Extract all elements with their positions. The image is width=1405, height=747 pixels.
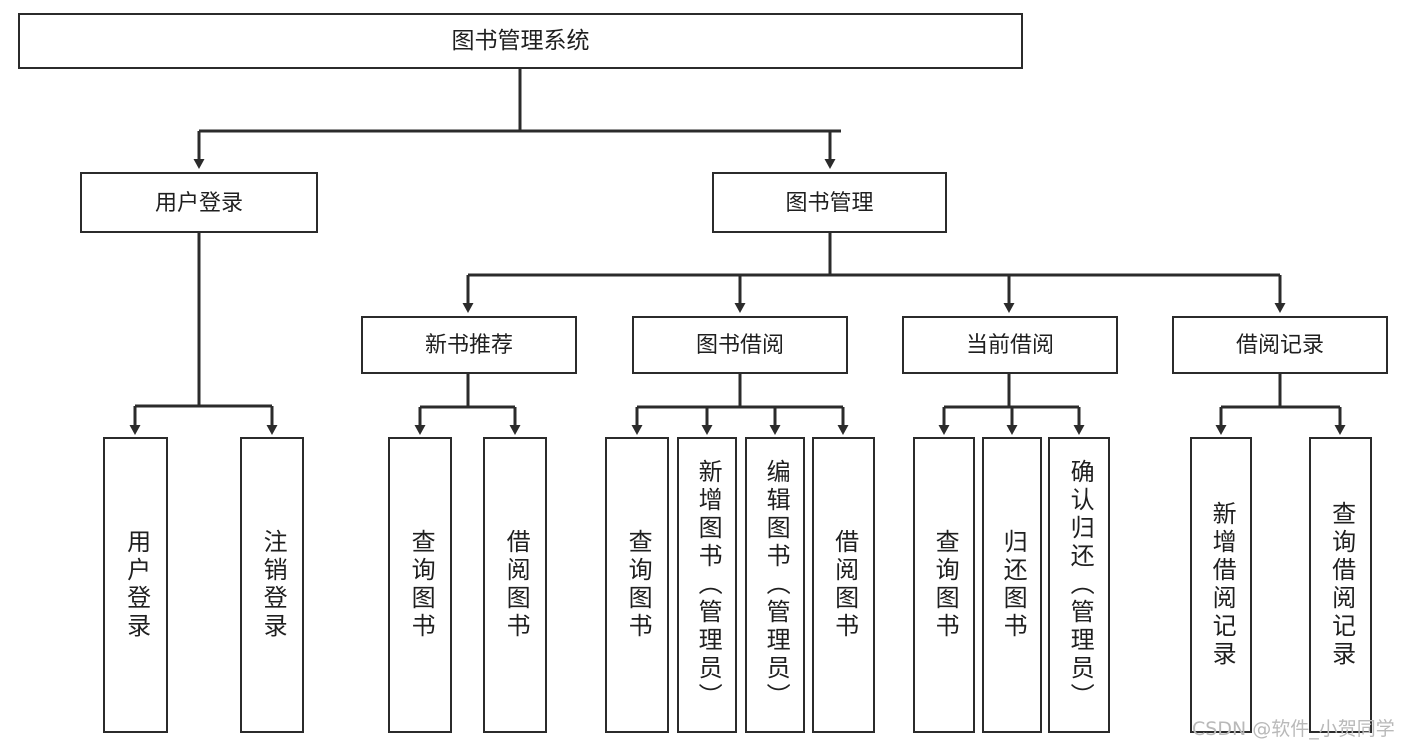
node-leaf-add-record[interactable]: 新增借阅记录 (1190, 437, 1252, 733)
node-root-label: 图书管理系统 (451, 27, 590, 54)
node-leaf-query-book-2-label: 查询图书 (624, 529, 652, 641)
node-user-login-label: 用户登录 (154, 189, 243, 215)
node-leaf-user-logout-label: 注销登录 (259, 529, 287, 641)
node-leaf-user-logout[interactable]: 注销登录 (240, 437, 304, 733)
node-leaf-borrow-book-2[interactable]: 借阅图书 (812, 437, 875, 733)
node-leaf-add-book[interactable]: 新增图书（管理员） (677, 437, 737, 733)
node-leaf-query-record[interactable]: 查询借阅记录 (1309, 437, 1372, 733)
node-new-book-rec-label: 新书推荐 (424, 332, 513, 358)
node-leaf-borrow-book-1-label: 借阅图书 (502, 529, 530, 641)
node-leaf-query-book-3[interactable]: 查询图书 (913, 437, 975, 733)
node-leaf-edit-book-label: 编辑图书（管理员） (762, 459, 790, 711)
node-book-borrow[interactable]: 图书借阅 (632, 316, 848, 374)
node-leaf-query-book-3-label: 查询图书 (931, 529, 959, 641)
node-leaf-confirm-return[interactable]: 确认归还（管理员） (1048, 437, 1110, 733)
node-root[interactable]: 图书管理系统 (18, 13, 1023, 69)
node-leaf-query-book-1[interactable]: 查询图书 (388, 437, 452, 733)
node-leaf-edit-book[interactable]: 编辑图书（管理员） (745, 437, 805, 733)
node-borrow-record[interactable]: 借阅记录 (1172, 316, 1388, 374)
node-leaf-user-login-label: 用户登录 (122, 529, 150, 641)
node-current-borrow[interactable]: 当前借阅 (902, 316, 1118, 374)
node-leaf-user-login[interactable]: 用户登录 (103, 437, 168, 733)
node-leaf-add-book-label: 新增图书（管理员） (694, 459, 722, 711)
node-leaf-borrow-book-2-label: 借阅图书 (830, 529, 858, 641)
node-book-manage-label: 图书管理 (785, 189, 874, 215)
node-leaf-query-book-1-label: 查询图书 (407, 529, 435, 641)
node-book-borrow-label: 图书借阅 (695, 332, 784, 358)
node-leaf-query-book-2[interactable]: 查询图书 (605, 437, 669, 733)
node-new-book-rec[interactable]: 新书推荐 (361, 316, 577, 374)
node-current-borrow-label: 当前借阅 (965, 332, 1054, 358)
node-leaf-query-record-label: 查询借阅记录 (1327, 501, 1355, 669)
node-leaf-confirm-return-label: 确认归还（管理员） (1066, 459, 1094, 711)
node-leaf-return-book-label: 归还图书 (999, 529, 1027, 641)
node-borrow-record-label: 借阅记录 (1235, 332, 1324, 358)
tree-connectors (129, 69, 1346, 435)
node-leaf-borrow-book-1[interactable]: 借阅图书 (483, 437, 547, 733)
node-book-manage[interactable]: 图书管理 (712, 172, 947, 233)
node-leaf-return-book[interactable]: 归还图书 (982, 437, 1042, 733)
node-user-login[interactable]: 用户登录 (80, 172, 318, 233)
node-leaf-add-record-label: 新增借阅记录 (1208, 501, 1236, 669)
